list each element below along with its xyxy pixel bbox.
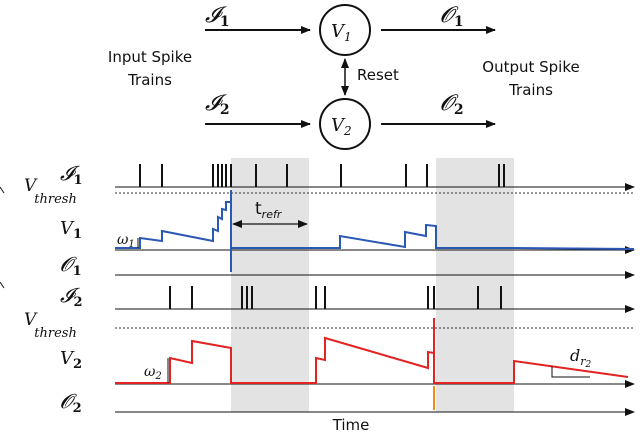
left-tick-1 (0, 186, 5, 194)
output-caption-line2: Trains (508, 81, 553, 99)
row-label-I1: 𝓘1 (60, 161, 83, 188)
reset-label: Reset (357, 66, 399, 84)
row-label-O2: 𝓞2 (60, 389, 82, 416)
input-2-label: 𝓘2 (205, 91, 230, 118)
output-1-label: 𝓞1 (440, 3, 464, 30)
neuron-1-node (319, 4, 371, 56)
refractory-region-2 (436, 158, 514, 412)
network-diagram: V1 V2 𝓘1 𝓞1 𝓘2 𝓞2 Reset Input Spike Trai… (108, 3, 580, 150)
neuron-1-label: V1 (331, 21, 352, 44)
decay-label: dr2 (570, 346, 592, 370)
row-label-I2: 𝓘2 (60, 283, 83, 310)
x-axis-label: Time (332, 416, 370, 433)
decay-slope-marker (551, 366, 590, 378)
input-caption-line2: Trains (127, 71, 172, 89)
row-label-V2: V2 (60, 348, 82, 372)
V1-trace (115, 201, 635, 250)
omega-1-label: ω1 (117, 232, 135, 250)
I1-spike-train (139, 164, 505, 187)
neuron-2-label: V2 (331, 115, 352, 138)
omega-2-label: ω2 (144, 364, 162, 382)
refractory-region-1 (231, 158, 309, 412)
neuron-2-node (319, 98, 371, 150)
output-2-label: 𝓞2 (440, 91, 464, 118)
V2-trace (115, 336, 629, 384)
row-label-O1: 𝓞1 (60, 252, 82, 279)
t-refr-label: trefr (255, 199, 283, 221)
I2-spike-train (169, 286, 502, 309)
input-caption-line1: Input Spike (108, 48, 192, 66)
output-caption-line1: Output Spike (482, 58, 579, 76)
input-1-label: 𝓘1 (205, 3, 230, 30)
left-tick-2 (0, 281, 5, 289)
row-label-V1: V1 (60, 218, 82, 242)
